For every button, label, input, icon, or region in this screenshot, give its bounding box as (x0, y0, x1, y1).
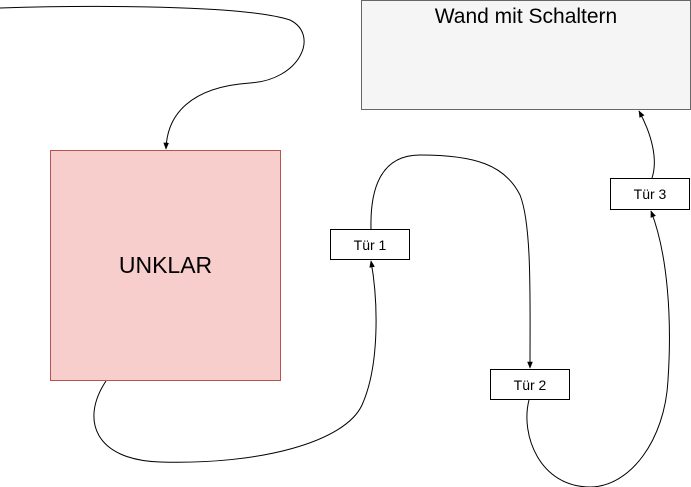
edge-tuer-2-to-tuer-3 (526, 210, 670, 487)
door-3-label: Tür 3 (633, 186, 667, 202)
unclear-label: UNKLAR (118, 252, 213, 278)
door-3-node: Tür 3 (610, 178, 690, 210)
door-1-label: Tür 1 (353, 236, 387, 253)
door-2-node: Tür 2 (490, 369, 570, 400)
edge-tuer-3-to-wand (638, 110, 655, 179)
wall-with-switches-node: Wand mit Schaltern (361, 0, 691, 110)
wall-with-switches-label: Wand mit Schaltern (434, 5, 618, 28)
unclear-node: UNKLAR (50, 150, 281, 381)
edge-tuer-1-to-tuer-2 (370, 154, 533, 369)
door-2-label: Tür 2 (513, 376, 547, 393)
edge-unklar-to-tuer-1 (93, 260, 377, 463)
edge-entry-to-unklar (0, 5, 305, 150)
door-1-node: Tür 1 (330, 229, 410, 260)
